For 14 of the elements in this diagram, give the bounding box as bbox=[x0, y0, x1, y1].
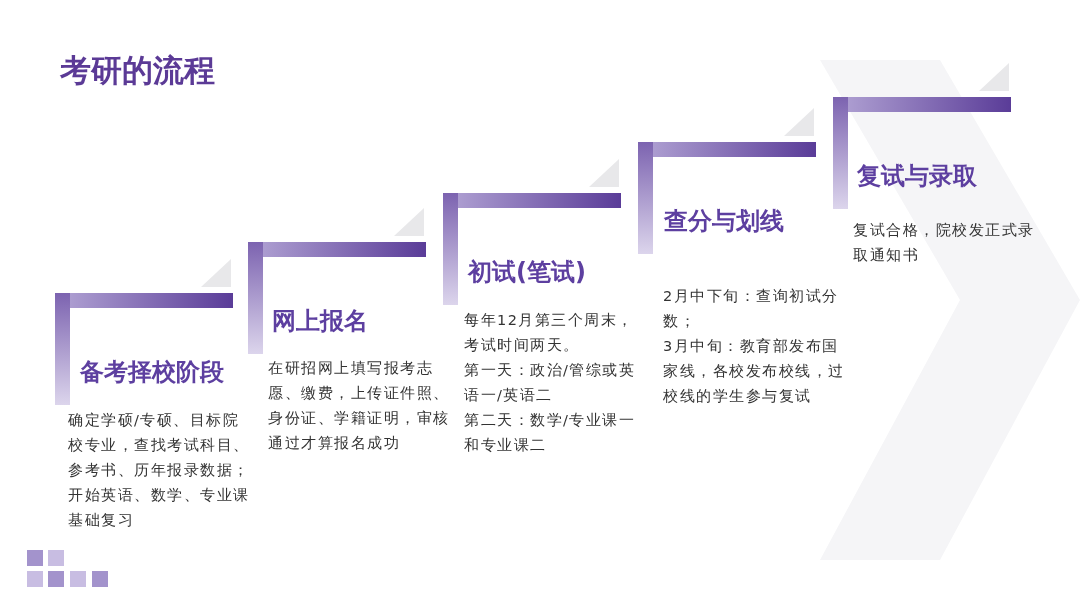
step-heading: 复试与录取 bbox=[857, 161, 977, 191]
step-description: 在研招网上填写报考志愿、缴费，上传证件照、身份证、学籍证明，审核通过才算报名成功 bbox=[268, 359, 450, 453]
page-title: 考研的流程 bbox=[60, 51, 215, 90]
step-description: 第二天：数学/专业课一和专业课二 bbox=[464, 411, 637, 455]
step-heading: 备考择校阶段 bbox=[80, 357, 224, 387]
step-description: 3月中旬：教育部发布国家线，各校发布校线，过校线的学生参与复试 bbox=[663, 337, 845, 406]
step-description: 复试合格，院校发正式录取通知书 bbox=[853, 221, 1035, 265]
step-heading: 查分与划线 bbox=[664, 206, 784, 236]
step-description: 2月中下旬：查询初试分数； bbox=[663, 287, 840, 331]
step-heading: 初试(笔试) bbox=[468, 257, 586, 287]
step-description: 每年12月第三个周末，考试时间两天。 bbox=[464, 311, 635, 355]
step-heading: 网上报名 bbox=[272, 306, 368, 336]
step-description: 第一天：政治/管综或英语一/英语二 bbox=[464, 361, 637, 405]
step-description: 确定学硕/专硕、目标院校专业，查找考试科目、参考书、历年报录数据；开始英语、数学、专业课基础复习 bbox=[68, 411, 250, 530]
